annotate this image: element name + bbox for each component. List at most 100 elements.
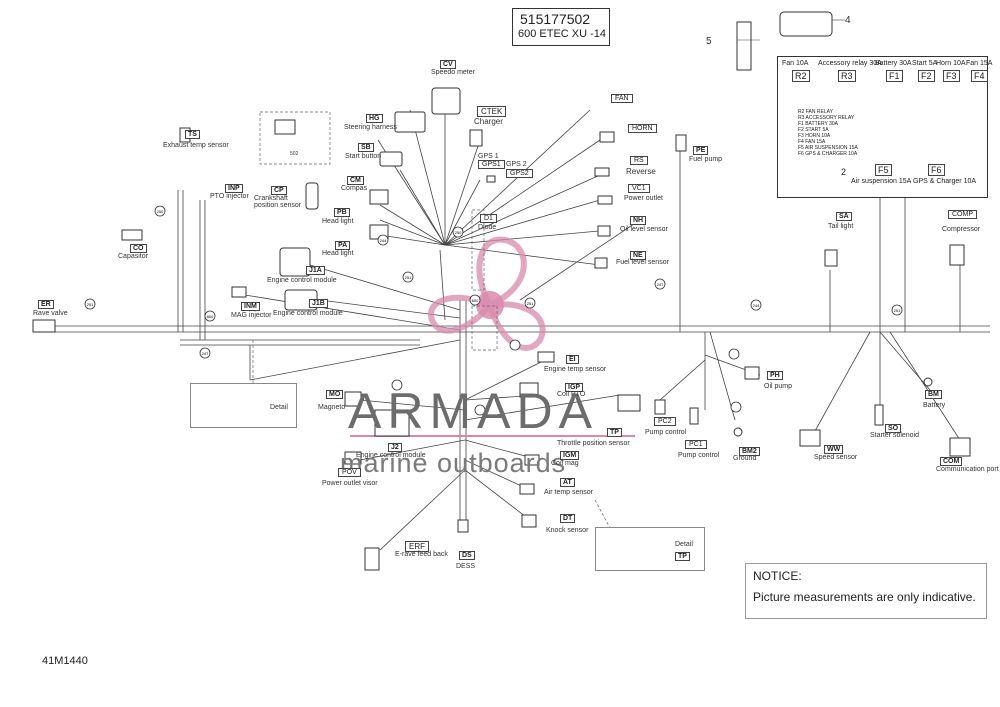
label-gps1: GPS 1 — [478, 153, 499, 160]
legend-line: F5 AIR SUSPENSION 15A — [798, 145, 858, 151]
detail-label: Detail — [270, 404, 288, 411]
spot-label: 800 — [207, 314, 214, 319]
notice-text: Picture measurements are only indicative… — [753, 590, 976, 604]
label-air-temp-sensor: Air temp sensor — [544, 489, 594, 496]
model-name: 600 ETEC XU -14 — [518, 28, 607, 40]
code-igm: IGM — [560, 451, 580, 460]
notice-heading: NOTICE: — [753, 569, 802, 583]
fuse-legend: R2 FAN RELAY R3 ACCESSORY RELAY F1 BATTE… — [798, 109, 858, 157]
code-j2: J2 — [388, 443, 402, 452]
box-code-502: 502 — [290, 151, 299, 157]
label-ecm-j1b: Engine control module — [273, 310, 343, 317]
detail-tp-code: TP — [675, 552, 690, 561]
fuse-top-label-6: Fan 15A — [966, 60, 993, 67]
code-co: CO — [130, 244, 147, 253]
spot-label: 247 — [202, 351, 209, 356]
code-j1b: J1B — [309, 299, 328, 308]
code-comp: COMP — [948, 210, 977, 219]
legend-line: F4 FAN 15A — [798, 139, 826, 145]
detail-label: Detail — [675, 541, 693, 548]
fuse-code-r2: R2 — [792, 70, 810, 82]
label-pump-control-pc2: Pump control — [645, 429, 687, 436]
spot-label: 250 — [157, 209, 164, 214]
code-cm: CM — [347, 176, 364, 185]
spot-label: 251 — [894, 308, 901, 313]
code-ds: DS — [459, 551, 475, 560]
watermark-propeller — [428, 236, 546, 351]
code-ts: TS — [185, 130, 200, 139]
label-compressor: Compressor — [942, 226, 981, 233]
label-exhaust-temp-sensor: Exhaust temp sensor — [163, 142, 229, 149]
fuse-code-f3: F3 — [943, 70, 960, 82]
code-pc2: PC2 — [654, 417, 676, 426]
code-nh: NH — [630, 216, 647, 225]
code-cv: CV — [440, 60, 456, 69]
spot-label: 251 — [87, 302, 94, 307]
code-hg: HG — [366, 114, 383, 123]
legend-line: F1 BATTERY 30A — [798, 121, 839, 127]
legend-line: F2 START 5A — [798, 127, 829, 133]
watermark-subtitle: marine outboards — [340, 448, 567, 478]
watermark-brand: ARMADA — [348, 383, 598, 439]
drawing-code: 41M1440 — [42, 655, 88, 667]
label-communication-port: Communication port — [936, 466, 999, 473]
code-ei: EI — [566, 355, 579, 364]
code-inp: INP — [225, 184, 243, 193]
code-inm: INM — [241, 302, 260, 311]
code-pb: PB — [334, 208, 350, 217]
code-rs: RS — [630, 156, 648, 165]
fuse-top-label-4: Start 5A — [912, 60, 938, 67]
label-steering-harness: Steering harness — [344, 124, 397, 131]
fuse-bottom-label-2: GPS & Charger 10A — [913, 178, 977, 185]
label-magneto: Magneto — [318, 404, 346, 411]
title-box: 515177502 600 ETEC XU -14 — [512, 8, 610, 46]
fuse-bottom-label-1: Air suspension 15A — [851, 178, 912, 185]
code-gps1: GPS1 — [478, 160, 505, 169]
code-gps2: GPS2 — [506, 169, 533, 178]
code-com: COM — [940, 457, 963, 466]
spot-label: 247 — [657, 282, 664, 287]
fuse-code-f1: F1 — [886, 70, 903, 82]
label-charger: Charger — [474, 117, 503, 126]
label-oil-level-sensor: Oil level sensor — [620, 226, 668, 233]
label-capasitor: Capasitor — [118, 253, 148, 260]
code-sa: SA — [836, 212, 852, 221]
callout-5: 5 — [706, 36, 712, 47]
label-coil-pto: Coil PTO — [557, 391, 586, 398]
label-starter-solenoid: Starter solenoid — [870, 432, 920, 439]
code-cp: CP — [271, 186, 287, 195]
label-engine-temp-sensor: Engine temp sensor — [544, 366, 607, 373]
label-ground: Ground — [733, 455, 757, 462]
label-tail-light: Tail light — [828, 223, 854, 230]
label-gps2: GPS 2 — [506, 161, 527, 168]
label-e-rave-feed-back: E-rave feed back — [395, 551, 448, 558]
label-pump-control-pc1: Pump control — [678, 452, 720, 459]
spot-label: 251 — [405, 275, 412, 280]
label-throttle-position-sensor: Throttle position sensor — [557, 440, 630, 447]
label-mag-injector: MAG injector — [231, 312, 272, 319]
label-battery: Battery — [923, 402, 946, 409]
part-number: 515177502 — [520, 11, 591, 27]
code-at: AT — [560, 478, 575, 487]
fuse-top-label-5: Horn 10A — [936, 60, 966, 67]
label-fuel-level-sensor: Fuel level sensor — [616, 259, 669, 266]
fuse-code-f5: F5 — [875, 164, 892, 176]
spot-label: 244 — [380, 238, 387, 243]
code-vc1: VC1 — [628, 184, 650, 193]
code-so: SO — [885, 424, 902, 433]
label-knock-sensor: Knock sensor — [546, 527, 589, 534]
fuse-code-f4: F4 — [971, 70, 988, 82]
code-ne: NE — [630, 251, 646, 260]
label-coil-mag: Coil mag — [551, 460, 579, 467]
label-rave-valve: Rave valve — [33, 310, 68, 317]
code-pa: PA — [335, 241, 351, 250]
label-fuel-pump: Fuel pump — [689, 156, 723, 163]
fuse-top-label-1: Fan 10A — [782, 60, 809, 67]
label-ecm-j1a: Engine control module — [267, 277, 337, 284]
spot-label: 800 — [472, 298, 479, 303]
code-bm: BM — [925, 390, 942, 399]
label-diode: Diode — [478, 224, 497, 231]
notice-box: NOTICE: Picture measurements are only in… — [745, 563, 987, 619]
fuse-code-f6: F6 — [928, 164, 945, 176]
label-compas: Compas — [341, 185, 368, 192]
